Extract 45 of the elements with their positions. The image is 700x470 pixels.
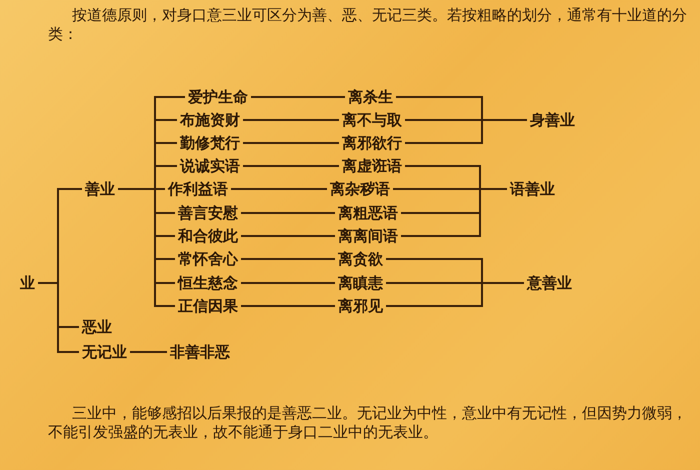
paragraph-text: 按道德原则，对身口意三业可区分为善、恶、无记三类。若按粗略的划分，通常有十业道的分类：: [48, 6, 688, 44]
virtue-term: 作利益语: [168, 179, 228, 199]
bracket-line: [405, 119, 527, 144]
abstention-term: 离虚诳语: [342, 156, 402, 176]
group-term: 身善业: [530, 110, 575, 130]
virtue-term: 爱护生命: [188, 87, 248, 107]
paragraph-text: 三业中，能够感招以后果报的是善恶二业。无记业为中性，意业中有无记性，但因势力微弱，不能引发强盛的无表业，故不能通于身口二业中的无表业。: [48, 404, 688, 442]
root-term: 业: [20, 273, 35, 293]
abstention-term: 离贪欲: [338, 249, 383, 269]
bracket-line: [386, 282, 524, 307]
virtue-term: 常怀舍心: [178, 249, 238, 269]
connector-line: [243, 165, 339, 167]
virtue-term: 说诚实语: [180, 156, 240, 176]
abstention-term: 离杀生: [348, 87, 393, 107]
virtue-term: 和合彼此: [178, 226, 238, 246]
category-term: 非善非恶: [170, 342, 230, 362]
category-term: 善业: [85, 179, 115, 199]
category-term: 无记业: [82, 342, 127, 362]
connector-line: [241, 305, 335, 307]
connector-line: [251, 96, 345, 98]
connector-line: [241, 212, 335, 214]
connector-line: [241, 258, 335, 260]
bracket-line: [401, 188, 507, 237]
connector-line: [243, 119, 339, 121]
connector-line: [130, 351, 167, 353]
abstention-term: 离杂秽语: [330, 179, 390, 199]
virtue-term: 勤修梵行: [180, 133, 240, 153]
virtue-term: 正信因果: [178, 296, 238, 316]
abstention-term: 离粗恶语: [338, 203, 398, 223]
abstention-term: 离不与取: [342, 110, 402, 130]
group-term: 意善业: [527, 273, 572, 293]
connector-line: [243, 142, 339, 144]
abstention-term: 离邪欲行: [342, 133, 402, 153]
bracket-line: [38, 282, 79, 353]
connector-line: [241, 235, 335, 237]
connector-line: [241, 282, 335, 284]
group-term: 语善业: [510, 179, 555, 199]
connector-line: [231, 188, 327, 190]
category-term: 恶业: [82, 317, 112, 337]
abstention-term: 离离间语: [338, 226, 398, 246]
virtue-term: 善言安慰: [178, 203, 238, 223]
abstention-term: 离瞋恚: [338, 273, 383, 293]
virtue-term: 恒生慈念: [178, 273, 238, 293]
virtue-term: 布施资财: [180, 110, 240, 130]
abstention-term: 离邪见: [338, 296, 383, 316]
